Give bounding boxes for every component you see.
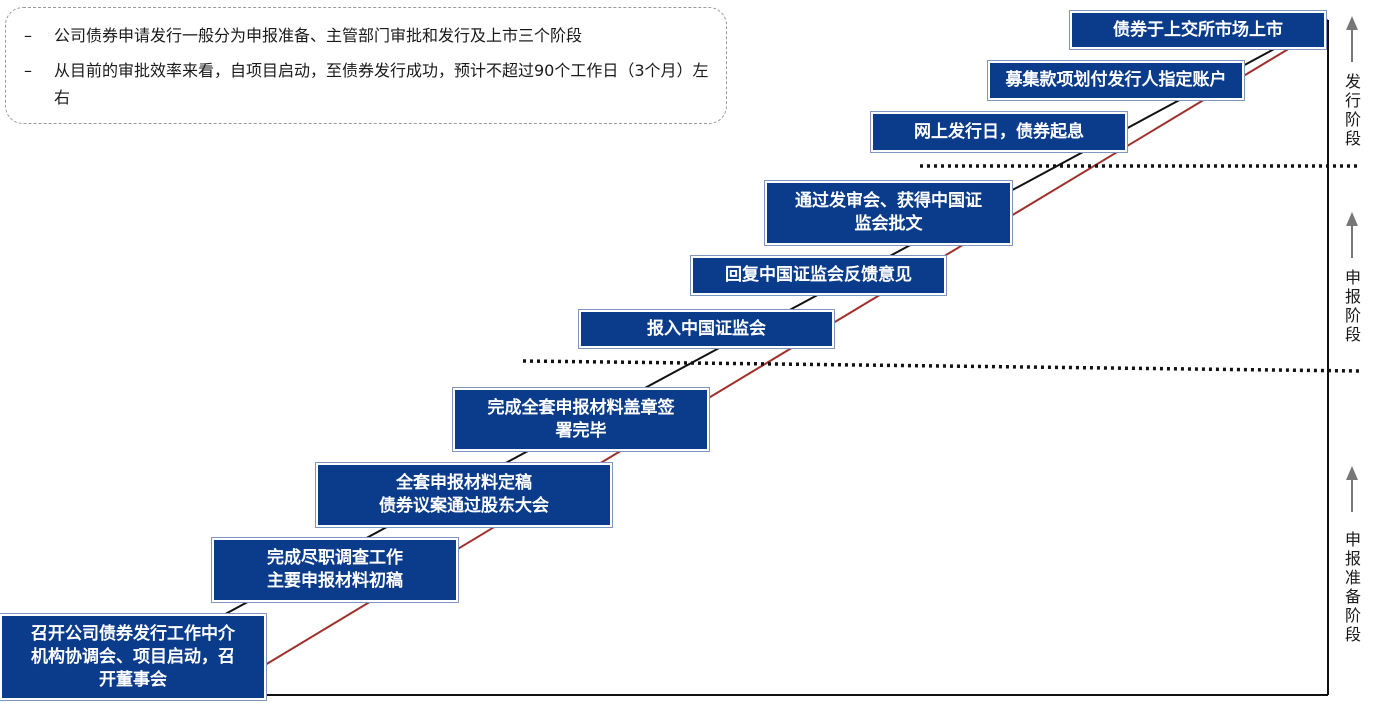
note-bullet: – <box>24 61 32 80</box>
note-text-1: 公司债券申请发行一般分为申报准备、主管部门审批和发行及上市三个阶段 <box>54 26 583 45</box>
arrow-up-icon <box>1346 212 1358 258</box>
step-listing: 债券于上交所市场上市 <box>1070 11 1326 49</box>
arrow-up-icon <box>1346 466 1358 512</box>
stage-label-preparation: 申报准备阶段 <box>1344 530 1361 644</box>
step-issuance-day: 网上发行日，债券起息 <box>871 112 1127 152</box>
stage-label-filing: 申报阶段 <box>1344 268 1361 344</box>
note-text-2: 从目前的审批效率来看，自项目启动，至债券发行成功，预计不超过90个工作日（3个月… <box>54 61 709 107</box>
note-bullet: – <box>24 26 32 45</box>
arrow-up-icon <box>1346 16 1358 62</box>
step-approval: 通过发审会、获得中国证 监会批文 <box>765 181 1012 245</box>
step-materials-final: 全套申报材料定稿 债券议案通过股东大会 <box>316 463 612 527</box>
step-due-diligence: 完成尽职调查工作 主要申报材料初稿 <box>212 538 458 602</box>
step-kickoff: 召开公司债券发行工作中介 机构协调会、项目启动，召 开董事会 <box>0 614 266 700</box>
stage-divider-lower <box>522 359 1361 373</box>
notes-box: – 公司债券申请发行一般分为申报准备、主管部门审批和发行及上市三个阶段 – 从目… <box>5 7 727 124</box>
step-seal-sign: 完成全套申报材料盖章签 署完毕 <box>453 388 709 451</box>
step-submit-csrc: 报入中国证监会 <box>579 310 834 348</box>
step-fund-transfer: 募集款项划付发行人指定账户 <box>988 61 1244 100</box>
step-feedback-reply: 回复中国证监会反馈意见 <box>691 256 946 295</box>
stage-label-issuance: 发行阶段 <box>1344 72 1361 148</box>
